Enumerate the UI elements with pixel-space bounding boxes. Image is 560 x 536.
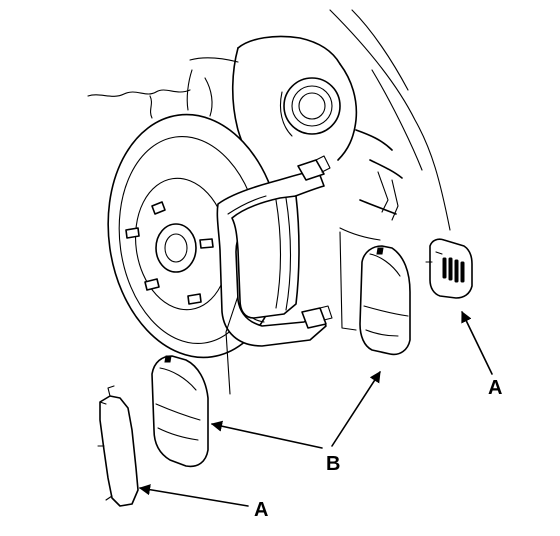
suspension-background [87,9,451,241]
pad-shim-right [425,238,473,299]
leader-a-right [461,310,493,375]
leader-b [210,371,381,449]
caliper-bracket [216,155,333,347]
callout-b: B [326,453,340,475]
pad-shim-bottom [97,385,139,507]
wheel-studs [125,201,214,305]
brake-pad-outer [151,355,209,468]
leader-a-bottom [138,484,249,507]
callout-a-right: A [488,377,502,399]
callout-a-bottom: A [254,499,268,521]
brake-pad-inner [359,245,411,356]
